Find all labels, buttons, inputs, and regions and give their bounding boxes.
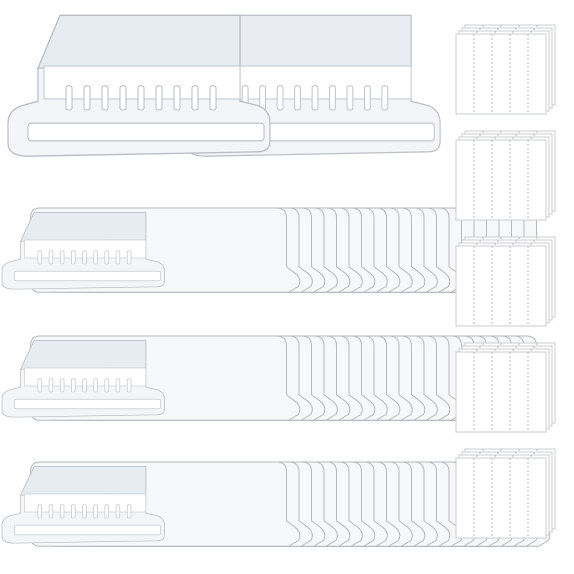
- insert-sheet: [455, 351, 547, 433]
- clear-tab-front: [1, 212, 165, 290]
- insert-stacks: [455, 24, 556, 539]
- insert-stack: [455, 236, 556, 327]
- clear-tab: [7, 14, 271, 157]
- insert-stack: [455, 24, 556, 115]
- clear-tab-front: [1, 340, 165, 418]
- close-up-tab-pair: [7, 14, 441, 157]
- insert-stack: [455, 342, 556, 433]
- insert-sheet: [455, 245, 547, 327]
- insert-sheet: [455, 457, 547, 539]
- insert-stack: [455, 448, 556, 539]
- insert-sheet: [455, 33, 547, 115]
- insert-sheet: [455, 139, 547, 221]
- clear-tab-front: [1, 466, 165, 544]
- insert-stack: [455, 130, 556, 221]
